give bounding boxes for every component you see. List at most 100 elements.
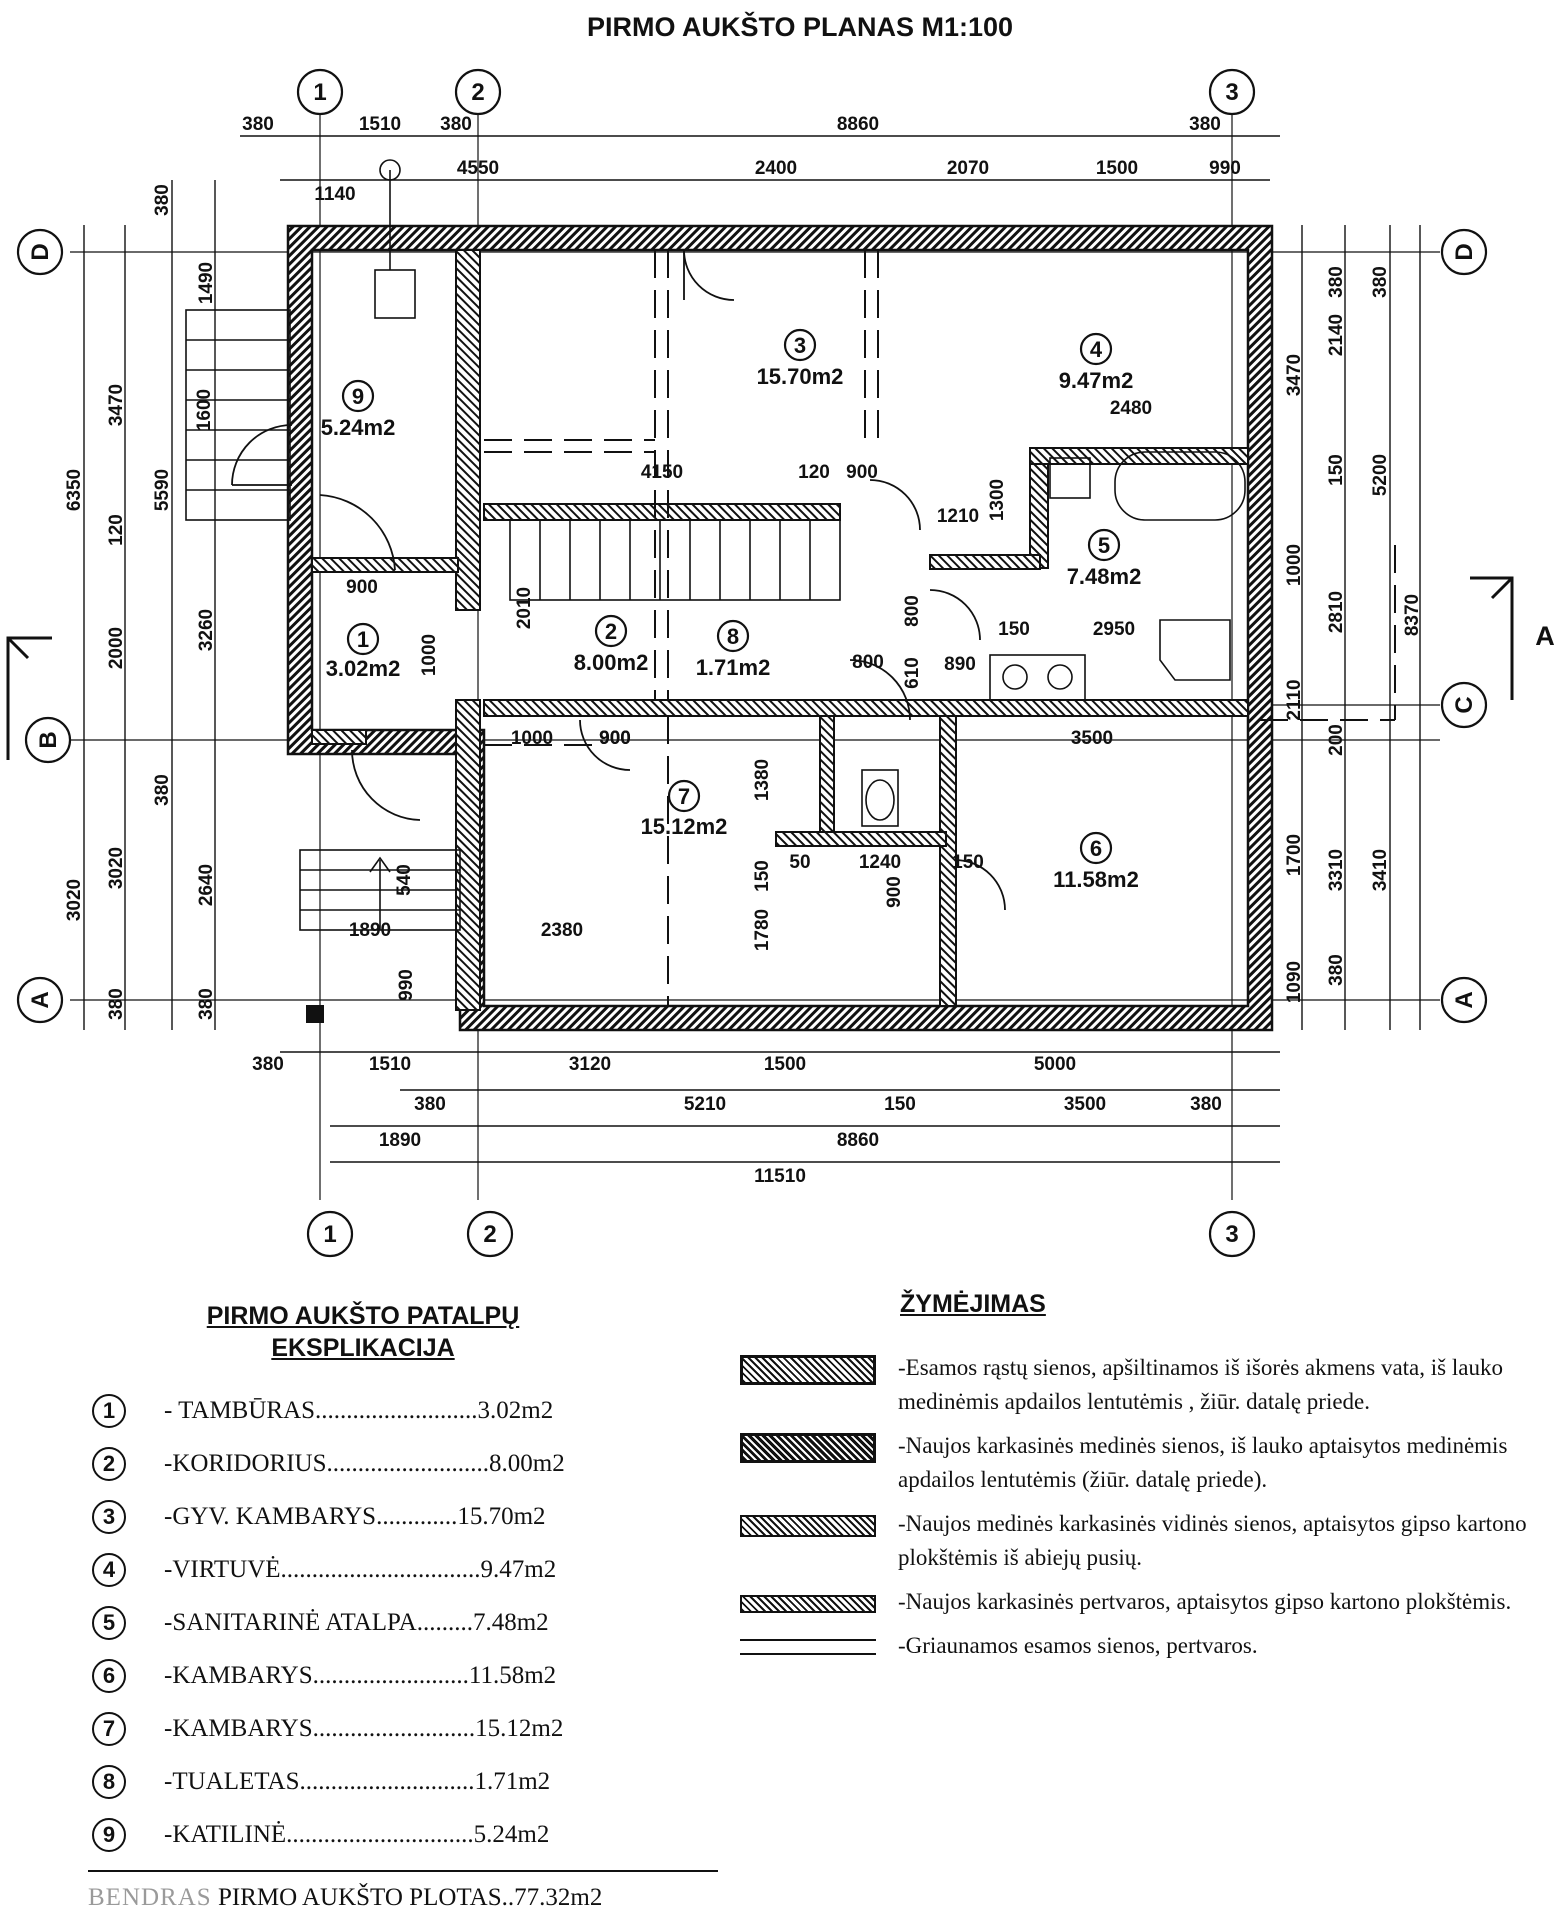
- dim-int-17: 3500: [1071, 728, 1113, 749]
- explication-number: 4: [92, 1552, 126, 1587]
- axis-2-top: 2: [471, 79, 484, 106]
- vertical-dimension-texts: 6350 380 3020 380 3470 120 2000 380 1490…: [64, 184, 1423, 1020]
- explication-row-9: 9 -KATILINĖ.............................…: [88, 1808, 728, 1861]
- dim-int-10: 2010: [514, 587, 535, 629]
- floor-plan-drawing: PIRMO AUKŠTO PLANAS M1:100: [6, 11, 1555, 1258]
- dim-bot2-5: 380: [1190, 1094, 1222, 1115]
- interior-walls: [311, 249, 1249, 1011]
- room-2-number: 2: [605, 619, 617, 644]
- explication-row-5: 5 -SANITARINĖ ATALPA.........7.48m2: [88, 1596, 728, 1649]
- explication-number: 9: [92, 1817, 126, 1852]
- legend-item-partitions: -Naujos karkasinės pertvaros, aptaisytos…: [740, 1585, 1560, 1619]
- legend-text: -Naujos medinės karkasinės vidinės sieno…: [898, 1511, 1527, 1570]
- dim-bot2-2: 5210: [684, 1094, 726, 1115]
- dim-bot1-2: 1510: [369, 1054, 411, 1075]
- dim-left-stair-1: 1600: [194, 389, 215, 431]
- legend-item-demolished: -Griaunamos esamos sienos, pertvaros.: [740, 1629, 1560, 1663]
- dim-left-mid-5: 380: [196, 988, 217, 1020]
- dim-int-23: 150: [952, 852, 984, 873]
- explication-text: -KAMBARYS..........................15.12…: [164, 1714, 564, 1742]
- dim-left-outer-1: 6350: [64, 469, 85, 511]
- dim-right-outer-3: 3410: [1370, 849, 1391, 891]
- dim-bot3-1: 1890: [379, 1130, 421, 1151]
- room-7-area: 15.12m2: [641, 814, 728, 839]
- dim-int-12: 900: [599, 728, 631, 749]
- total-area-text: PIRMO AUKŠTO PLOTAS..77.32m2: [211, 1884, 603, 1911]
- dim-int-20: 1380: [752, 759, 773, 801]
- plan-title: PIRMO AUKŠTO PLANAS M1:100: [587, 11, 1013, 42]
- room-1-area: 3.02m2: [326, 656, 401, 681]
- dim-int-14: 610: [902, 657, 923, 689]
- dim-top2-1: 1140: [314, 184, 355, 205]
- room-4-area: 9.47m2: [1059, 368, 1134, 393]
- dim-right-outer-2: 8370: [1402, 594, 1423, 636]
- dim-left-mid-4: 2000: [106, 627, 127, 669]
- room-explication: PIRMO AUKŠTO PATALPŲ EKSPLIKACIJA 1 - TA…: [88, 1300, 728, 1911]
- dim-int-7: 150: [998, 619, 1030, 640]
- dim-right-in-6: 1090: [1284, 961, 1305, 1003]
- dim-top2-3: 2400: [755, 158, 797, 179]
- axis-a-left: A: [27, 991, 54, 1008]
- dim-int-11: 1000: [419, 634, 440, 676]
- explication-text: -SANITARINĖ ATALPA.........7.48m2: [164, 1608, 549, 1636]
- dim-left-stair-3: 990: [396, 969, 417, 1001]
- dim-int-6: 1300: [987, 479, 1008, 521]
- explication-text: -KAMBARYS.........................11.58m…: [164, 1661, 557, 1689]
- axis-d-right: D: [1451, 243, 1478, 260]
- legend-item-log-walls: -Esamos rąstų sienos, apšiltinamos iš iš…: [740, 1351, 1560, 1419]
- doors: [231, 249, 1006, 911]
- dim-bot2-3: 150: [884, 1094, 916, 1115]
- dim-top-5: 380: [1189, 114, 1221, 135]
- explication-row-4: 4 -VIRTUVĖ..............................…: [88, 1543, 728, 1596]
- dim-int-15: 800: [902, 595, 923, 627]
- dim-bot2-1: 380: [414, 1094, 446, 1115]
- dim-right-in-3: 1000: [1284, 544, 1305, 586]
- dim-int-27: 2380: [541, 920, 583, 941]
- dim-right-in-5: 1700: [1284, 834, 1305, 876]
- dim-left-in-3: 3260: [196, 609, 217, 651]
- dim-right-mid-6: 3310: [1326, 849, 1347, 891]
- dim-left-mid-1: 380: [152, 184, 173, 216]
- explication-row-7: 7 -KAMBARYS..........................15.…: [88, 1702, 728, 1755]
- legend-text: -Griaunamos esamos sienos, pertvaros.: [898, 1633, 1258, 1658]
- dim-left-in-4: 3020: [106, 847, 127, 889]
- room-3-number: 3: [794, 333, 806, 358]
- dim-int-21: 50: [789, 852, 810, 873]
- legend-text: -Naujos karkasinės pertvaros, aptaisytos…: [898, 1589, 1512, 1614]
- dim-left-stair-2: 540: [394, 864, 415, 896]
- explication-number: 1: [92, 1393, 126, 1428]
- dimension-lines: [83, 135, 1421, 1163]
- stairs: [185, 309, 841, 931]
- legend-swatch-partitions: [740, 1595, 876, 1613]
- room-number-circles: [341, 328, 1121, 865]
- dim-right-outer-1: 380: [1370, 266, 1391, 298]
- explication-row-1: 1 - TAMBŪRAS..........................3.…: [88, 1384, 728, 1437]
- legend-text: -Naujos karkasinės medinės sienos, iš la…: [898, 1433, 1508, 1492]
- dim-left-mid-3: 120: [106, 514, 127, 546]
- room-8-area: 1.71m2: [696, 655, 771, 680]
- axis-3-bottom: 3: [1225, 1221, 1238, 1248]
- legend-swatch-demolished: [740, 1639, 876, 1655]
- dim-right-mid-7: 380: [1326, 954, 1347, 986]
- dim-left-in-6: 380: [106, 988, 127, 1020]
- room-9-area: 5.24m2: [321, 415, 396, 440]
- fixtures: [374, 159, 1246, 827]
- dimension-texts: 380 1510 380 8860 380 1140 4550 2400 207…: [242, 114, 1241, 1187]
- explication-title: PIRMO AUKŠTO PATALPŲ EKSPLIKACIJA: [128, 1300, 598, 1364]
- axis-a-right: A: [1451, 991, 1478, 1008]
- axis-markers: [16, 68, 1488, 1258]
- room-7-number: 7: [678, 784, 690, 809]
- legend-swatch-frame-walls: [740, 1433, 876, 1463]
- chimney-mark: [306, 1005, 324, 1023]
- dim-top-4: 8860: [837, 114, 879, 135]
- legend-text: -Esamos rąstų sienos, apšiltinamos iš iš…: [898, 1355, 1503, 1414]
- legend-swatch-log-walls: [740, 1355, 876, 1385]
- explication-text: - TAMBŪRAS..........................3.02…: [164, 1396, 554, 1424]
- dim-bot1-4: 1500: [764, 1054, 806, 1075]
- explication-number: 6: [92, 1658, 126, 1693]
- dim-top-1: 380: [242, 114, 274, 135]
- dim-int-25: 1780: [752, 909, 773, 951]
- dim-left-in-2: 5590: [152, 469, 173, 511]
- explication-text: -KORIDORIUS..........................8.0…: [164, 1449, 565, 1477]
- dim-left-mid-2: 3470: [106, 384, 127, 426]
